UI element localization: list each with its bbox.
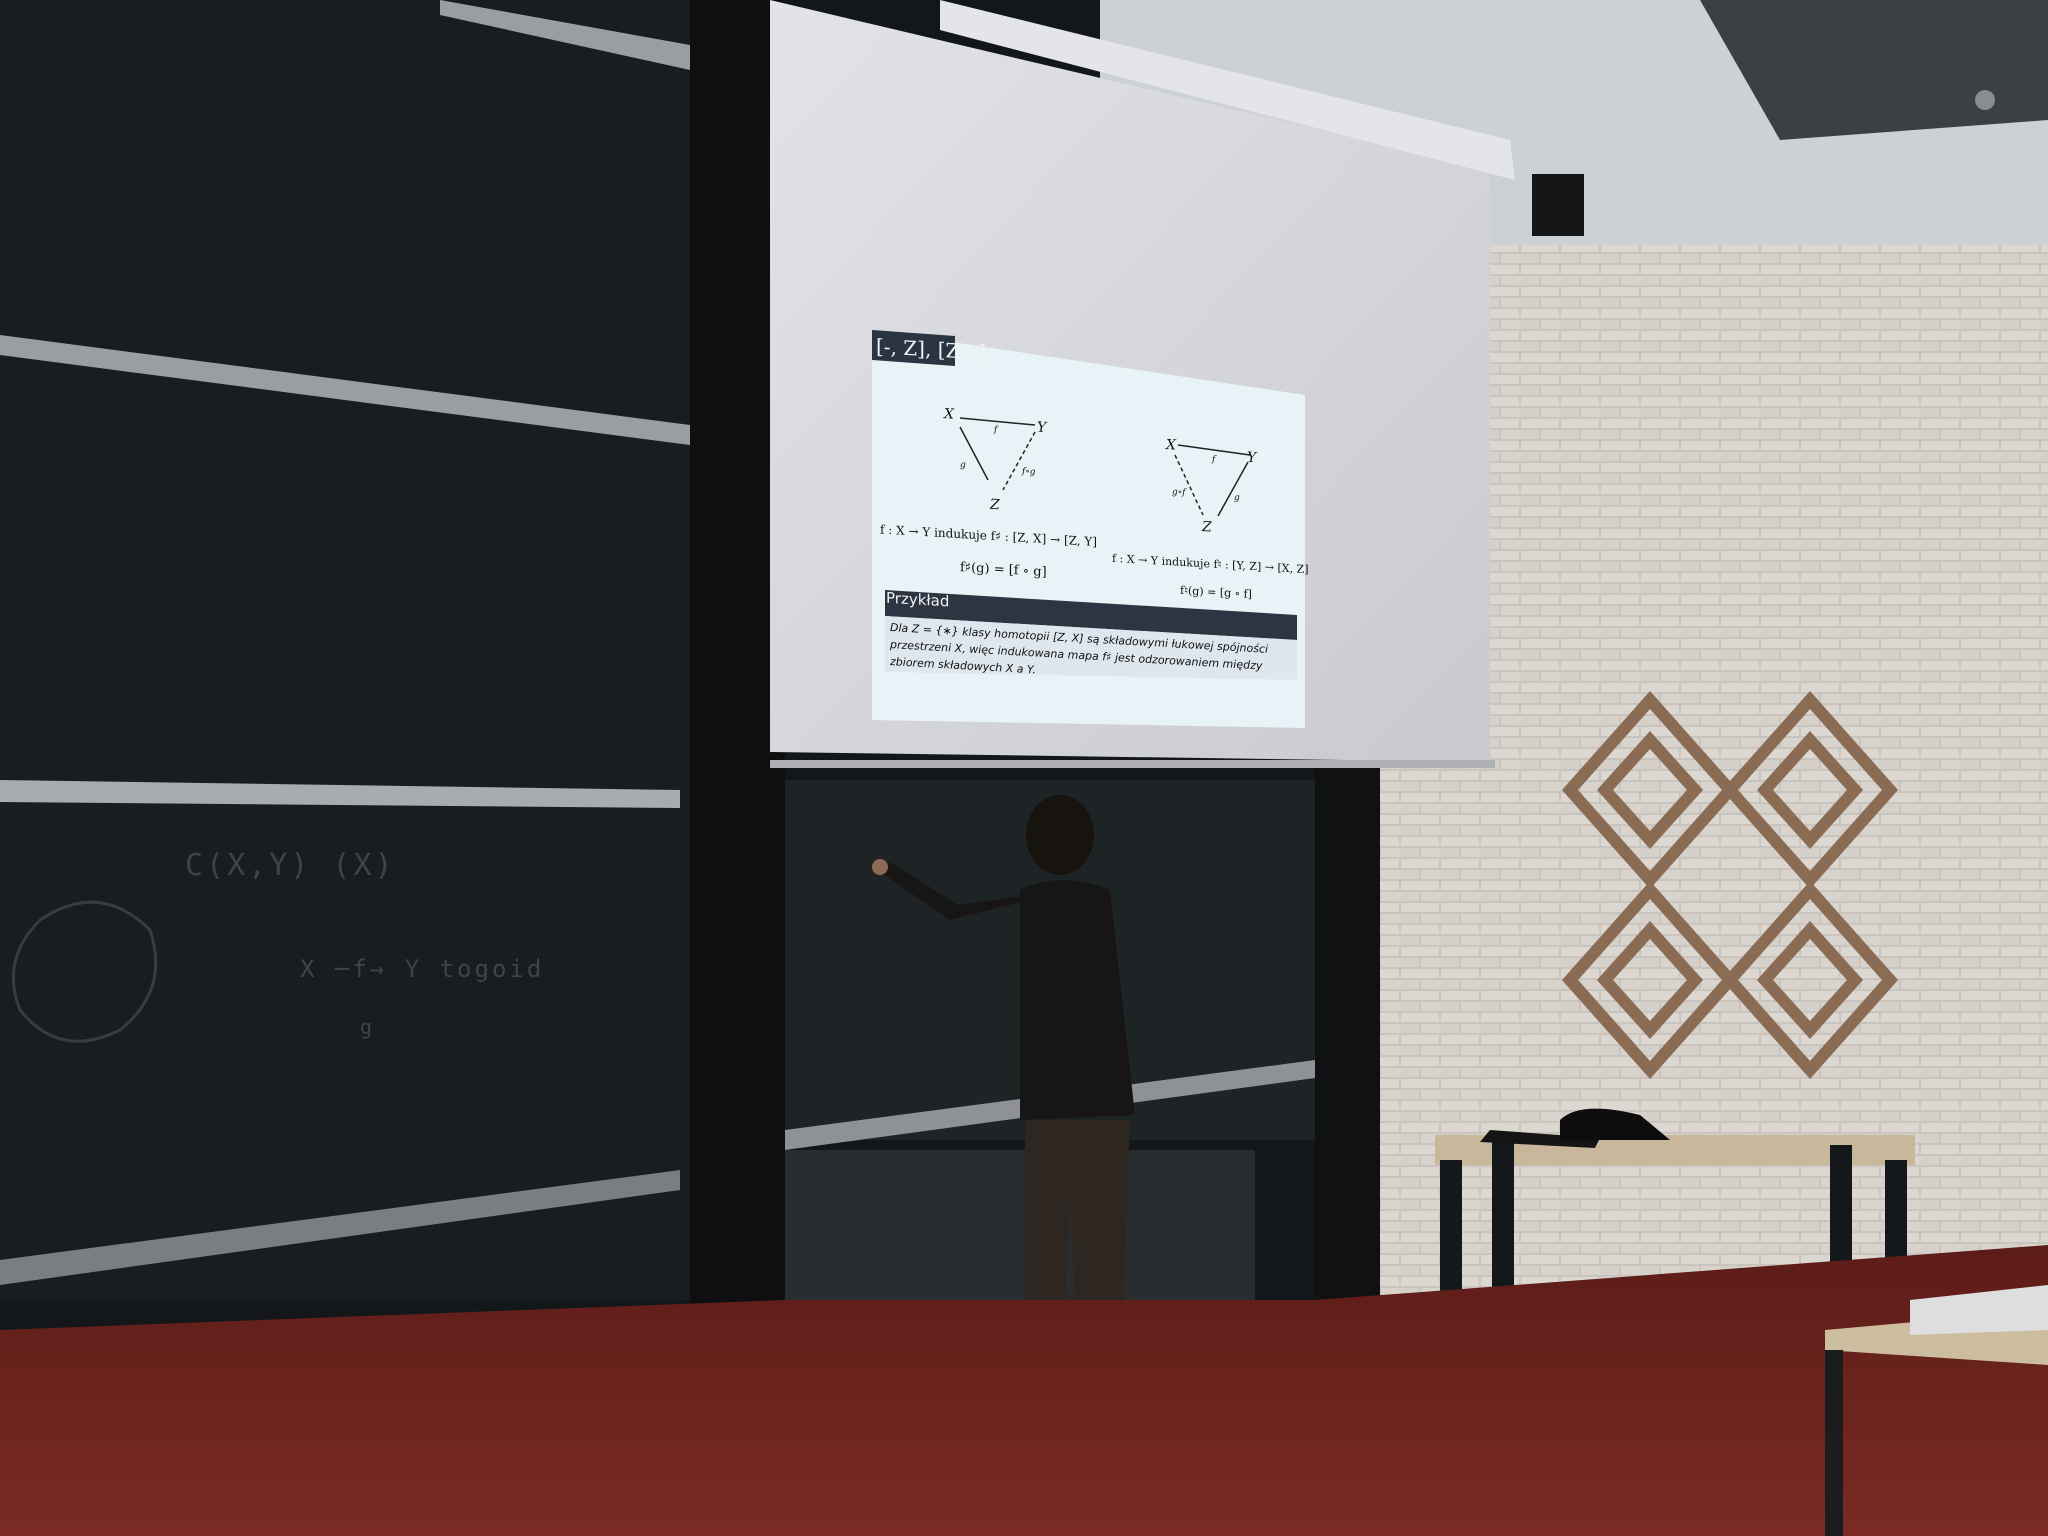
left-arrow-g: g: [960, 460, 966, 471]
right-node-z: Z: [1202, 519, 1212, 536]
left-node-y: Y: [1037, 419, 1047, 437]
left-caption: f : X → Y indukuje f♯ : [Z, X] → [Z, Y]: [880, 522, 1097, 549]
right-arrow-g: g: [1234, 492, 1240, 504]
example-body-box: [885, 616, 1297, 680]
right-diagram-arrows: [1174, 444, 1251, 517]
pillar-right: [1315, 765, 1380, 1300]
wall-diamond-decoration: [1561, 690, 1899, 1080]
left-equation: f♯(g) = [f ∘ g]: [960, 560, 1047, 581]
projected-slide: [-, Z], [Z, -] X Y Z f g f∘g X Y Z f g∘f…: [872, 330, 1309, 745]
carpet-floor: [0, 1245, 2048, 1536]
chalkboard-left: [0, 0, 700, 1300]
ceiling-light: [1975, 90, 1995, 110]
front-table: [1825, 1285, 2048, 1536]
left-node-z: Z: [990, 496, 1000, 514]
laptop-on-bench: [1480, 1130, 1600, 1148]
right-arrow-gf: g∘f: [1172, 487, 1186, 499]
right-arrow-f: f: [1212, 454, 1216, 465]
screen-roller: [940, 0, 1515, 180]
chalk-drawing: [11, 900, 158, 1043]
example-text: Dla Z = {∗} klasy homotopii [Z, X] są sk…: [890, 621, 1269, 677]
screen-housing: [770, 760, 1495, 768]
chalkboard-rail-2: [0, 780, 680, 808]
right-equation: f♮(g) = [g ∘ f]: [1180, 583, 1252, 601]
pillar: [690, 0, 785, 1475]
example-title: Przykład: [886, 588, 950, 611]
example-header-bar: [885, 590, 1297, 640]
chalkboard-rail-1: [0, 335, 690, 445]
right-node-x: X: [1166, 436, 1176, 454]
right-node-y: Y: [1247, 449, 1257, 467]
board-base: [785, 1150, 1255, 1310]
chalk-writing-line3: g: [360, 1015, 376, 1039]
chalkboard-rail-3: [0, 1170, 680, 1285]
left-arrow-fg: f∘g: [1022, 466, 1036, 478]
ceiling-panel: [1700, 0, 2048, 140]
chalk-writing-line2: X ─f→ Y togoid: [300, 955, 545, 983]
right-caption: f : X → Y indukuje f♮ : [Y, Z] → [X, Z]: [1112, 551, 1309, 577]
left-diagram-arrows: [959, 417, 1036, 491]
left-node-x: X: [944, 406, 954, 423]
chalk-writing-line1: C(X,Y) (X): [185, 848, 396, 883]
bag-on-bench: [1560, 1108, 1670, 1140]
bench: [1435, 1135, 1915, 1300]
left-arrow-f: f: [994, 425, 998, 436]
chalkboard-rail-top: [440, 0, 690, 70]
wall-speaker: [1532, 174, 1584, 236]
slide-title: [-, Z], [Z, -]: [876, 334, 987, 365]
slide-header-bar: [872, 330, 955, 366]
